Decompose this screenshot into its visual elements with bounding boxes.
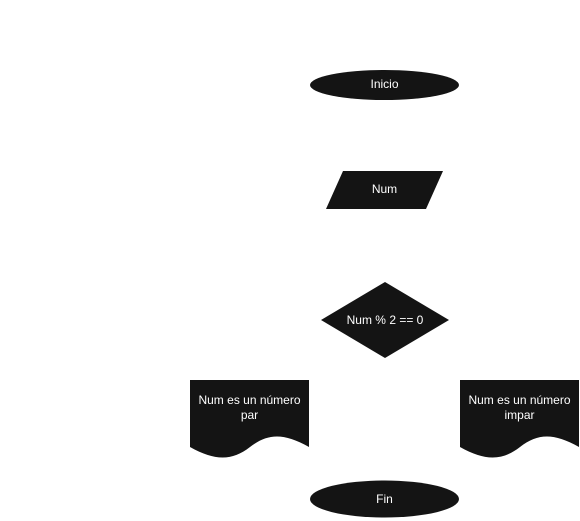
odd-output-document-label: Num es un número impar: [468, 393, 571, 422]
even-output-document-shape: [190, 380, 309, 458]
even-output-document-label: Num es un número par: [198, 393, 301, 422]
start-terminal-label: Inicio: [370, 77, 399, 91]
end-terminal-shape: [310, 480, 459, 518]
input-parallelogram-label: Num: [371, 182, 398, 196]
decision-diamond-shape: [321, 282, 449, 358]
decision-diamond-label: Num % 2 == 0: [346, 313, 424, 327]
odd-output-document-shape: [460, 380, 579, 458]
start-terminal-shape: [310, 70, 459, 100]
input-parallelogram-shape: [326, 171, 443, 209]
end-terminal-label: Fin: [376, 492, 393, 506]
